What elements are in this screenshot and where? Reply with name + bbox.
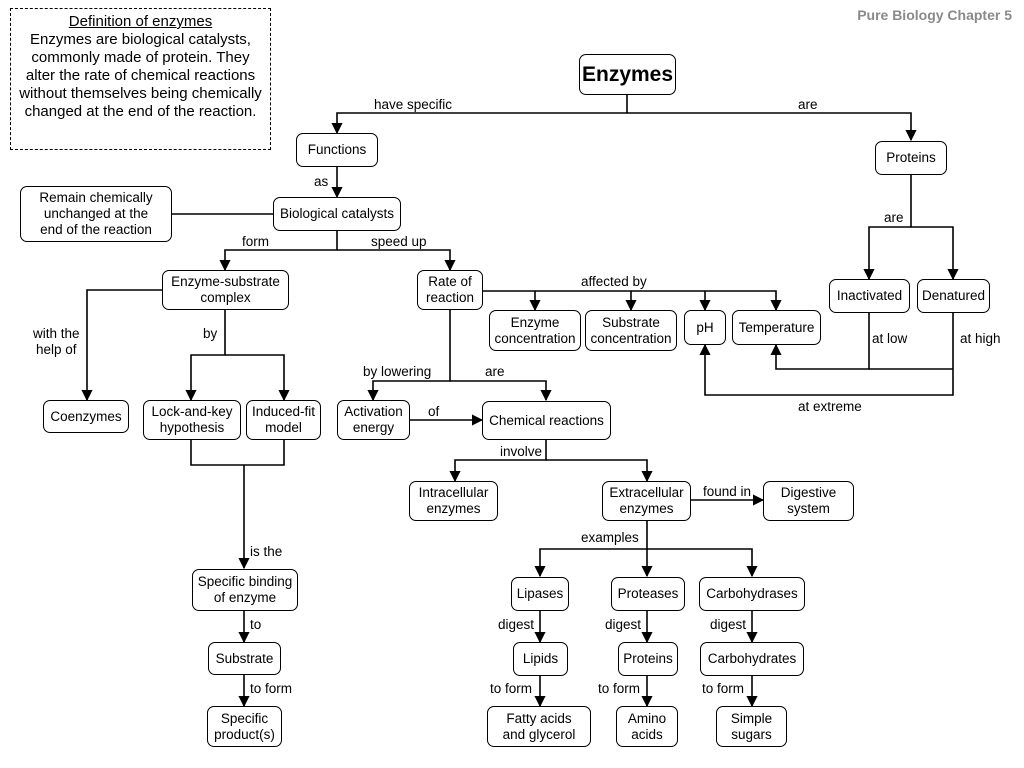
label-are-rate: are: [485, 364, 505, 379]
label-examples: examples: [581, 530, 639, 545]
label-are-proteins: are: [884, 210, 904, 225]
label-speed-up: speed up: [371, 234, 427, 249]
definition-title: Definition of enzymes: [68, 13, 213, 30]
node-activation-energy: Activation energy: [337, 400, 410, 440]
node-substrate-concentration: Substrate concentration: [585, 310, 677, 351]
label-to-form-carbohydrates: to form: [702, 681, 745, 696]
definition-text: Enzymes are biological catalysts, common…: [19, 31, 262, 120]
label-to: to: [250, 617, 262, 632]
label-digest-proteases: digest: [605, 617, 642, 632]
label-at-extreme: at extreme: [798, 399, 862, 414]
node-coenzymes: Coenzymes: [43, 400, 129, 433]
label-have-specific: have specific: [374, 97, 453, 112]
label-at-low: at low: [872, 331, 908, 346]
node-lipids: Lipids: [513, 642, 568, 676]
label-by-lowering: by lowering: [363, 364, 432, 379]
label-affected-by: affected by: [581, 274, 647, 289]
node-biological-catalysts: Biological catalysts: [273, 197, 401, 231]
node-functions: Functions: [296, 133, 378, 167]
node-substrate: Substrate: [208, 642, 281, 675]
label-digest-lipases: digest: [498, 617, 535, 632]
label-as: as: [314, 174, 329, 189]
node-enzymes: Enzymes: [579, 54, 676, 95]
node-induced-fit: Induced-fit model: [246, 400, 321, 440]
node-chemical-reactions: Chemical reactions: [482, 401, 611, 440]
node-specific-binding: Specific binding of enzyme: [192, 569, 298, 611]
label-form: form: [242, 234, 269, 249]
node-remain-unchanged: Remain chemically unchanged at the end o…: [20, 186, 172, 242]
node-proteins-top: Proteins: [875, 141, 947, 175]
definition-box: Definition of enzymes Enzymes are biolog…: [10, 8, 271, 150]
node-carbohydrates: Carbohydrates: [700, 642, 804, 676]
node-specific-products: Specific product(s): [207, 706, 282, 747]
node-fatty-acids-glycerol: Fatty acids and glycerol: [487, 706, 591, 747]
node-lipases: Lipases: [511, 577, 569, 611]
label-digest-carbohydrases: digest: [710, 617, 747, 632]
label-at-high: at high: [960, 331, 1001, 346]
label-to-form-lipids: to form: [490, 681, 533, 696]
label-to-form-proteins: to form: [598, 681, 641, 696]
label-is-the: is the: [250, 544, 283, 559]
node-rate-of-reaction: Rate of reaction: [417, 270, 483, 310]
label-involve: involve: [500, 444, 543, 459]
node-ph: pH: [684, 310, 726, 345]
label-of: of: [428, 404, 440, 419]
node-enzyme-substrate-complex: Enzyme-substrate complex: [162, 270, 289, 310]
node-temperature: Temperature: [732, 310, 821, 345]
label-by: by: [203, 326, 218, 341]
node-amino-acids: Amino acids: [616, 706, 678, 747]
node-denatured: Denatured: [917, 279, 990, 313]
node-proteases: Proteases: [611, 577, 685, 611]
node-carbohydrases: Carbohydrases: [699, 577, 805, 611]
node-inactivated: Inactivated: [829, 279, 910, 313]
node-lock-and-key: Lock-and-key hypothesis: [143, 400, 241, 440]
node-intracellular-enzymes: Intracellular enzymes: [409, 481, 498, 521]
node-simple-sugars: Simple sugars: [716, 706, 787, 747]
label-found-in: found in: [703, 484, 752, 499]
node-digestive-system: Digestive system: [763, 481, 854, 521]
label-to-form-substrate: to form: [250, 681, 293, 696]
label-with-help-of: with the help of: [33, 326, 80, 357]
chapter-header: Pure Biology Chapter 5: [857, 7, 1012, 23]
node-extracellular-enzymes: Extracellular enzymes: [602, 481, 691, 521]
label-are-top: are: [798, 97, 818, 112]
node-proteins-bottom: Proteins: [618, 642, 678, 676]
node-enzyme-concentration: Enzyme concentration: [489, 310, 581, 351]
